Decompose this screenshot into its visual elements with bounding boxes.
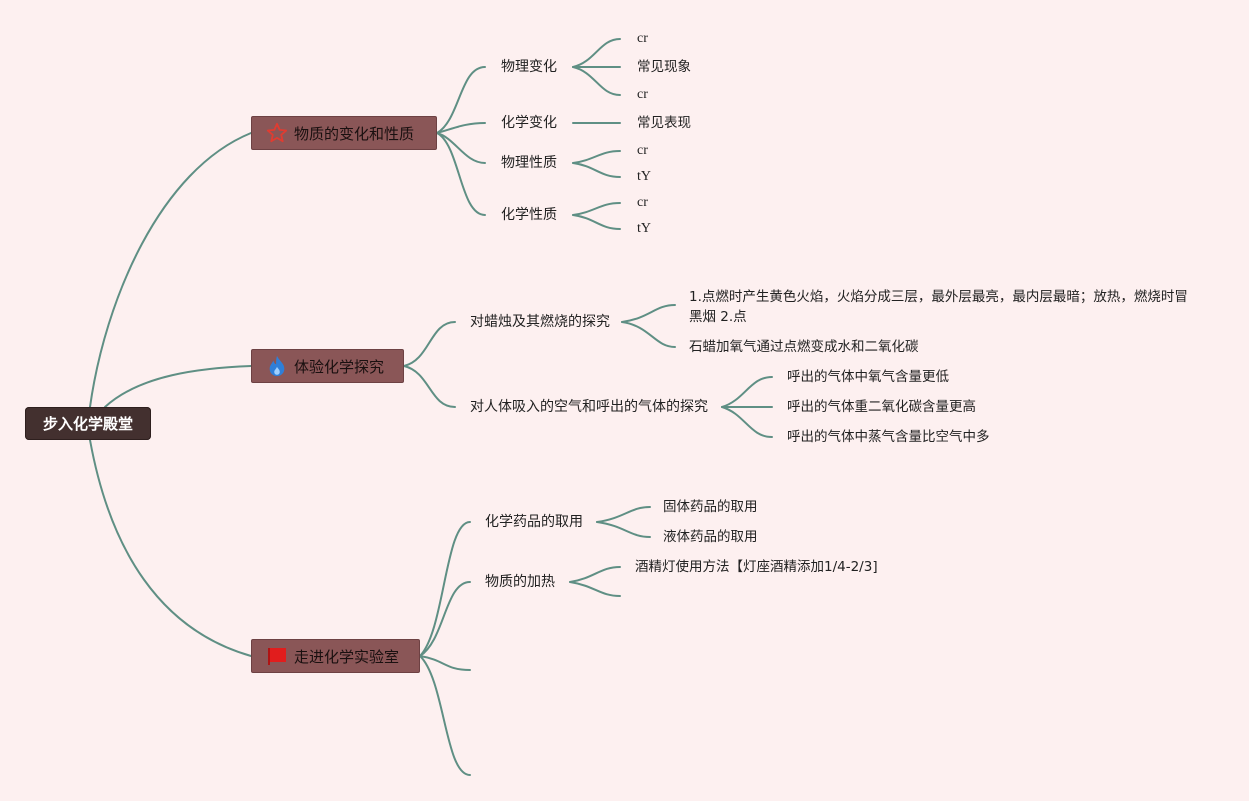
leaf-item[interactable]: 石蜡加氧气通过点燃变成水和二氧化碳 (689, 339, 919, 355)
leaf-item[interactable]: 液体药品的取用 (663, 529, 758, 545)
subtopic-candle-inquiry[interactable]: 对蜡烛及其燃烧的探究 (470, 314, 610, 330)
subtopic-physical-property[interactable]: 物理性质 (501, 155, 557, 171)
root-node[interactable]: 步入化学殿堂 (25, 407, 151, 440)
leaf-item[interactable]: 常见现象 (637, 59, 691, 75)
leaf-item[interactable]: 呼出的气体中氧气含量更低 (787, 369, 949, 385)
connector-b3-s2 (419, 581, 471, 657)
leaf-item[interactable]: 酒精灯使用方法【灯座酒精添加1/4-2/3] (635, 559, 878, 575)
connector-b2-s2 (403, 365, 456, 408)
connector-b3-s3 (419, 655, 471, 671)
subtopic-heating[interactable]: 物质的加热 (485, 574, 555, 590)
connector-root-b1 (89, 132, 252, 408)
root-label: 步入化学殿堂 (42, 415, 133, 433)
subtopic-chemical-handling[interactable]: 化学药品的取用 (485, 514, 583, 530)
branch-label: 体验化学探究 (294, 357, 385, 376)
leaf-item[interactable]: 常见表现 (637, 115, 691, 131)
subtopic-physical-change[interactable]: 物理变化 (501, 59, 557, 75)
leaf-item[interactable]: 1.点燃时产生黄色火焰，火焰分成三层，最外层最亮，最内层最暗；放热，燃烧时冒黑烟… (689, 289, 1188, 325)
connector-root-b2 (104, 365, 252, 408)
leaf-item[interactable]: 呼出的气体重二氧化碳含量更高 (787, 399, 976, 415)
connector-b3-s4 (419, 655, 471, 776)
branch-label: 物质的变化和性质 (294, 124, 415, 143)
leaf-item[interactable]: tY (637, 169, 651, 184)
leaf-item[interactable]: 呼出的气体中蒸气含量比空气中多 (787, 429, 990, 445)
connector-b1-s2 (436, 122, 486, 134)
star-icon (266, 122, 288, 144)
connector-b1-s1 (436, 66, 486, 134)
flag-icon (266, 645, 288, 667)
connector-b2-s1 (403, 321, 456, 367)
leaf-item[interactable]: 固体药品的取用 (663, 499, 758, 515)
leaf-item[interactable]: cr (637, 195, 648, 210)
subtopic-breath-inquiry[interactable]: 对人体吸入的空气和呼出的气体的探究 (470, 399, 708, 415)
subtopic-chemical-property[interactable]: 化学性质 (501, 207, 557, 223)
leaf-item[interactable]: cr (637, 143, 648, 158)
connector-root-b3 (89, 439, 252, 657)
branch-node-matter-change[interactable]: 物质的变化和性质 (251, 116, 437, 150)
branch-node-enter-lab[interactable]: 走进化学实验室 (251, 639, 420, 673)
leaf-item[interactable]: tY (637, 221, 651, 236)
connector-b1-s3 (436, 132, 486, 164)
connector-b3-s1 (419, 521, 471, 657)
leaf-item[interactable]: cr (637, 87, 648, 102)
branch-node-experience-inquiry[interactable]: 体验化学探究 (251, 349, 404, 383)
connector-b1-s4 (436, 132, 486, 216)
leaf-item[interactable]: cr (637, 31, 648, 46)
flame-icon (266, 355, 288, 377)
subtopic-chemical-change[interactable]: 化学变化 (501, 115, 557, 131)
branch-label: 走进化学实验室 (294, 647, 400, 666)
